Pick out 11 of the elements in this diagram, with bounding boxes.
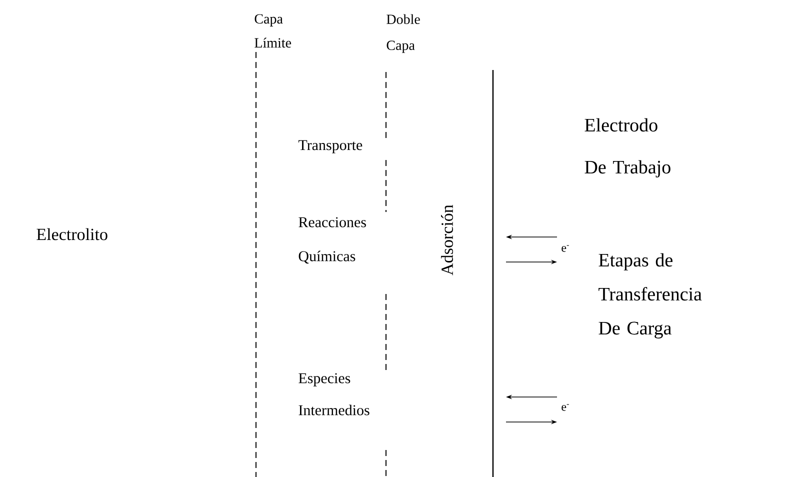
label: Electrodo De Trabajo <box>584 118 670 178</box>
label: Especies Intermedios <box>298 373 370 416</box>
label: Reacciones Químicas <box>298 217 366 264</box>
label: Etapas de Transferencia De Carga <box>598 253 702 338</box>
label: Transporte <box>298 140 362 154</box>
rotated-label: Adsorción <box>441 204 453 276</box>
label: e$^{-}$ <box>562 404 569 411</box>
label: Electrolito <box>36 228 108 240</box>
label: e$^{-}$ <box>562 245 569 252</box>
label: Doble Capa <box>386 14 420 53</box>
label: Capa Límite <box>254 14 292 48</box>
